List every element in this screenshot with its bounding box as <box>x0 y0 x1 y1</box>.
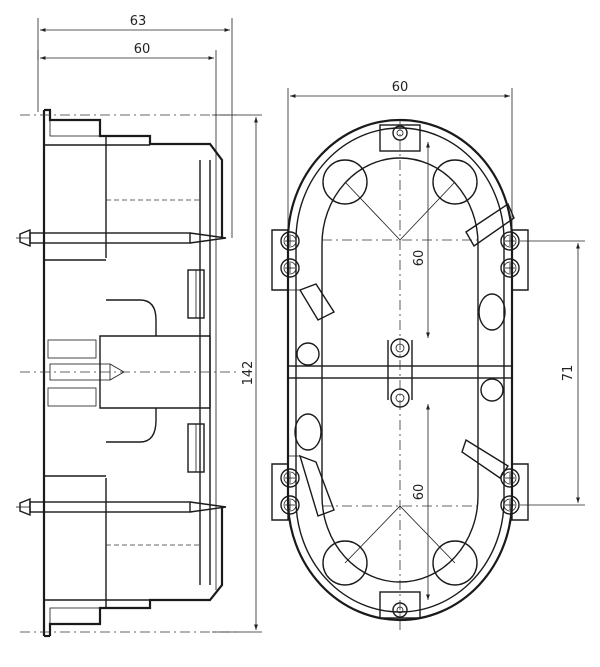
dimension-142-label: 142 <box>241 361 256 386</box>
dimension-63: 63 <box>37 14 233 238</box>
upper-screw <box>16 228 227 248</box>
dimension-60-front: 60 <box>287 80 513 240</box>
dimension-60-upper: 60 <box>412 142 430 338</box>
top-flange <box>49 119 101 137</box>
middle-bridge <box>99 335 211 409</box>
dimension-60-upper-label: 60 <box>412 250 427 267</box>
dimension-142: 142 <box>212 114 262 633</box>
front-view: 60 <box>271 80 585 630</box>
side-view: 63 60 142 <box>16 14 262 638</box>
dimension-71-label: 71 <box>561 365 576 382</box>
dimension-60-side: 60 <box>37 42 217 150</box>
dimension-60-lower: 60 <box>412 404 430 600</box>
dimension-60-lower-label: 60 <box>412 484 427 501</box>
dimension-60-front-label: 60 <box>392 80 409 95</box>
bottom-flange <box>49 607 101 625</box>
dimension-60-side-label: 60 <box>134 42 151 57</box>
lower-screw <box>16 497 227 517</box>
dimension-71: 71 <box>520 240 585 506</box>
screw-heads <box>280 231 520 515</box>
dimension-63-label: 63 <box>130 14 147 29</box>
